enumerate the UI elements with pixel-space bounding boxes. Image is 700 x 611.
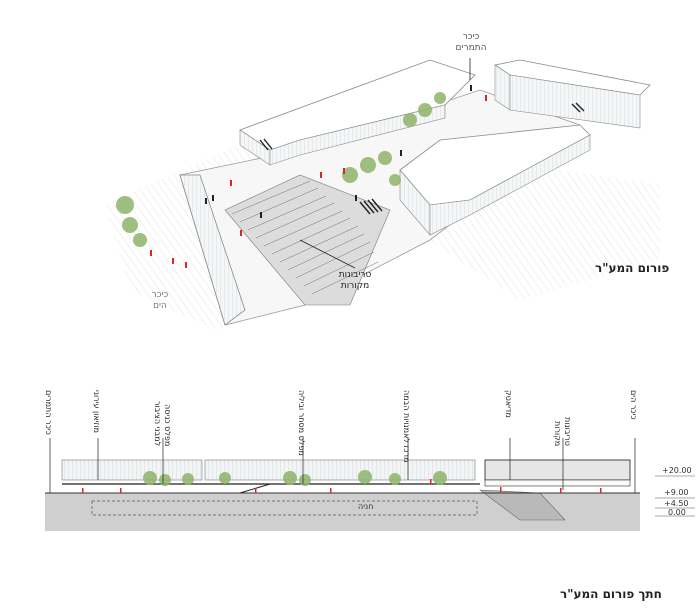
stair-ramp xyxy=(239,483,300,494)
section-label-1: מוזיאון עירוני xyxy=(92,390,101,433)
section-label-3: מפלס מסחר וביליה xyxy=(297,390,306,456)
level-9: +9.00 xyxy=(664,488,689,497)
label-line: כיכר xyxy=(462,32,480,42)
section-label-7: כיכר הים xyxy=(629,390,638,420)
performing-arts-section xyxy=(204,459,476,481)
ramp xyxy=(479,489,566,521)
label-line: כיכר xyxy=(151,290,169,300)
label-line: מקורות xyxy=(340,281,370,291)
level-20: +20.00 xyxy=(662,466,692,475)
section-view xyxy=(45,438,695,531)
label-kikar-tamarim: כיכר התמרים xyxy=(448,32,494,54)
label-line: טריבונות xyxy=(338,270,372,280)
label-tribunes: טריבונות מקורות xyxy=(325,270,385,292)
tribune-steps xyxy=(231,180,379,295)
section-label-4: מרכז לאמנויות הבמה xyxy=(402,390,411,463)
mediatheque-base xyxy=(484,479,631,487)
people-figures xyxy=(150,85,487,268)
section-label-5: מדיאטק xyxy=(504,390,513,418)
label-line: הים xyxy=(153,301,167,311)
level-0: 0.00 xyxy=(668,508,686,517)
section-label-6: טריבונות מקורות xyxy=(553,417,572,446)
section-label-2: מפלס כניסה למבני הציבור xyxy=(153,400,172,446)
crosswalk xyxy=(259,102,585,215)
site-hatch-area-right xyxy=(420,170,660,300)
aerial-view xyxy=(105,58,660,330)
section-title: חתך פורום המע"ר xyxy=(560,587,662,601)
section-people xyxy=(82,479,602,493)
label-kikar-hayam: כיכר הים xyxy=(140,290,180,312)
parking-label: חניה xyxy=(358,502,374,511)
mediatheque-facade-2 xyxy=(509,74,641,129)
mediatheque-section xyxy=(484,459,631,481)
museum-facade-2 xyxy=(269,104,446,166)
label-line: התמרים xyxy=(455,43,487,53)
level-4-5: +4.50 xyxy=(664,499,689,508)
trees xyxy=(116,92,446,247)
level-ticks xyxy=(655,475,695,517)
covered-tribunes xyxy=(224,174,391,306)
museum-section xyxy=(61,459,203,481)
section-label-0: כיכר התמרים xyxy=(44,390,53,435)
aerial-title: פורום המע"ר xyxy=(595,261,670,275)
west-glass-wall xyxy=(179,174,246,326)
performing-arts-facade-2 xyxy=(429,134,591,236)
leader-tribunes xyxy=(299,239,356,269)
parking-box xyxy=(91,500,478,516)
section-trees xyxy=(143,470,447,486)
section-leaders xyxy=(49,438,636,493)
